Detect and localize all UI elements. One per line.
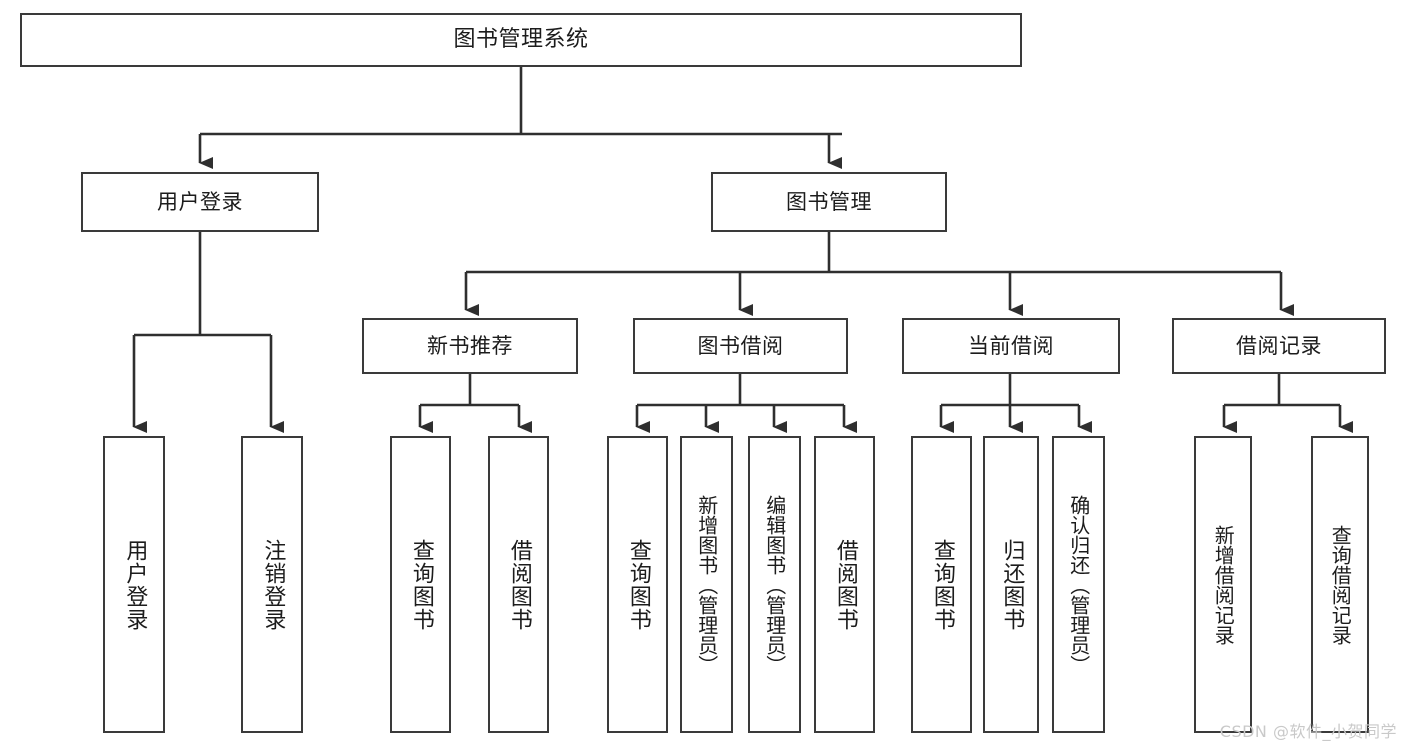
node-label: 归还图书 [999, 538, 1025, 631]
node-label: 查询图书 [408, 538, 434, 631]
node-book-borrow[interactable]: 图书借阅 [633, 318, 848, 374]
leaf-borrow-book-recommend[interactable]: 借阅图书 [488, 436, 549, 733]
leaf-borrow-book[interactable]: 借阅图书 [814, 436, 875, 733]
node-label: 用户登录 [122, 538, 148, 631]
node-label: 图书管理 [786, 189, 872, 214]
leaf-query-book-borrow[interactable]: 查询图书 [607, 436, 668, 733]
leaf-return-book[interactable]: 归还图书 [983, 436, 1039, 733]
node-user-login[interactable]: 用户登录 [81, 172, 319, 232]
leaf-confirm-return-admin[interactable]: 确认归还（管理员） [1052, 436, 1105, 733]
node-label: 借阅图书 [506, 538, 532, 631]
node-label: 查询图书 [929, 538, 955, 631]
node-label: 编辑图书（管理员） [762, 494, 787, 675]
node-label: 图书借阅 [697, 333, 784, 358]
leaf-query-borrow-record[interactable]: 查询借阅记录 [1311, 436, 1369, 733]
node-label: 新增借阅记录 [1211, 524, 1236, 645]
node-label: 确认归还（管理员） [1066, 494, 1091, 675]
node-current-borrow[interactable]: 当前借阅 [902, 318, 1120, 374]
leaf-edit-book-admin[interactable]: 编辑图书（管理员） [748, 436, 801, 733]
node-label: 借阅图书 [832, 538, 858, 631]
node-label: 当前借阅 [968, 333, 1054, 358]
leaf-query-book-current[interactable]: 查询图书 [911, 436, 972, 733]
leaf-logout[interactable]: 注销登录 [241, 436, 303, 733]
leaf-add-borrow-record[interactable]: 新增借阅记录 [1194, 436, 1252, 733]
node-label: 查询借阅记录 [1328, 524, 1353, 645]
node-label: 借阅记录 [1236, 333, 1322, 358]
node-label: 用户登录 [157, 189, 243, 214]
leaf-add-book-admin[interactable]: 新增图书（管理员） [680, 436, 733, 733]
node-label: 查询图书 [625, 538, 651, 631]
leaf-query-book-recommend[interactable]: 查询图书 [390, 436, 451, 733]
node-label: 新增图书（管理员） [694, 494, 719, 675]
leaf-user-login[interactable]: 用户登录 [103, 436, 165, 733]
node-book-management[interactable]: 图书管理 [711, 172, 947, 232]
node-root-system[interactable]: 图书管理系统 [20, 13, 1022, 67]
watermark-text: CSDN @软件_小贺同学 [1219, 722, 1397, 741]
node-label: 注销登录 [260, 538, 286, 631]
node-borrow-record[interactable]: 借阅记录 [1172, 318, 1386, 374]
node-label: 新书推荐 [427, 333, 513, 358]
node-new-book-recommend[interactable]: 新书推荐 [362, 318, 578, 374]
node-label: 图书管理系统 [453, 27, 589, 52]
